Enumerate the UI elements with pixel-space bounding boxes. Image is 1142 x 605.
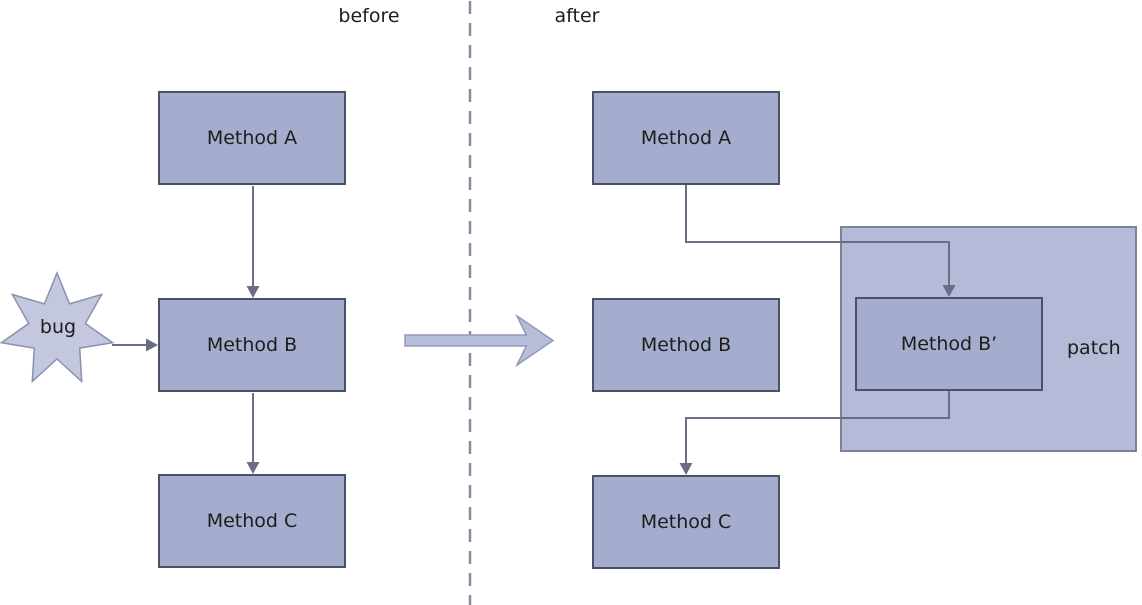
arrowhead-before-b-to-c	[246, 462, 260, 474]
arrowhead-after-a-to-b-prime	[942, 285, 956, 297]
after-method-c-box: Method C	[592, 475, 780, 569]
after-method-b-box: Method B	[592, 298, 780, 392]
after-method-a-label: Method A	[640, 127, 732, 149]
before-method-b-box: Method B	[158, 298, 346, 392]
before-method-c-label: Method C	[206, 510, 298, 532]
after-method-a-box: Method A	[592, 91, 780, 185]
bug-star-shape	[0, 271, 115, 384]
after-section-label: after	[554, 5, 600, 27]
before-method-c-box: Method C	[158, 474, 346, 568]
before-method-a-label: Method A	[206, 127, 298, 149]
after-method-b-prime-label: Method B’	[900, 333, 998, 355]
arrowhead-before-a-to-b	[246, 286, 260, 298]
arrowhead-bug-to-method-b	[146, 338, 158, 352]
before-method-a-box: Method A	[158, 91, 346, 185]
patch-label: patch	[1067, 337, 1121, 359]
transition-block-arrow	[404, 313, 555, 368]
after-method-b-prime-box: Method B’	[855, 297, 1043, 391]
bug-label: bug	[39, 316, 77, 338]
arrow-after-a-to-b-prime	[685, 185, 950, 286]
before-section-label: before	[338, 5, 400, 27]
arrowhead-after-b-prime-to-c	[679, 463, 693, 475]
before-method-b-label: Method B	[206, 334, 298, 356]
after-method-c-label: Method C	[640, 511, 732, 533]
arrow-after-b-prime-to-c	[685, 391, 950, 464]
after-method-b-label: Method B	[640, 334, 732, 356]
